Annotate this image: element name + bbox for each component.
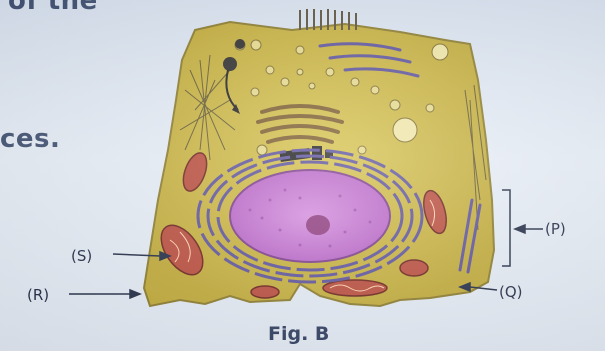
- nucleolus: [306, 215, 330, 235]
- label-q: (Q): [499, 283, 523, 301]
- figure-caption: Fig. B: [268, 323, 329, 345]
- label-p-bracket: [502, 190, 510, 266]
- nucleus: [230, 170, 390, 262]
- label-p: (P): [545, 220, 566, 238]
- label-s: (S): [71, 247, 92, 265]
- label-r: (R): [27, 286, 49, 304]
